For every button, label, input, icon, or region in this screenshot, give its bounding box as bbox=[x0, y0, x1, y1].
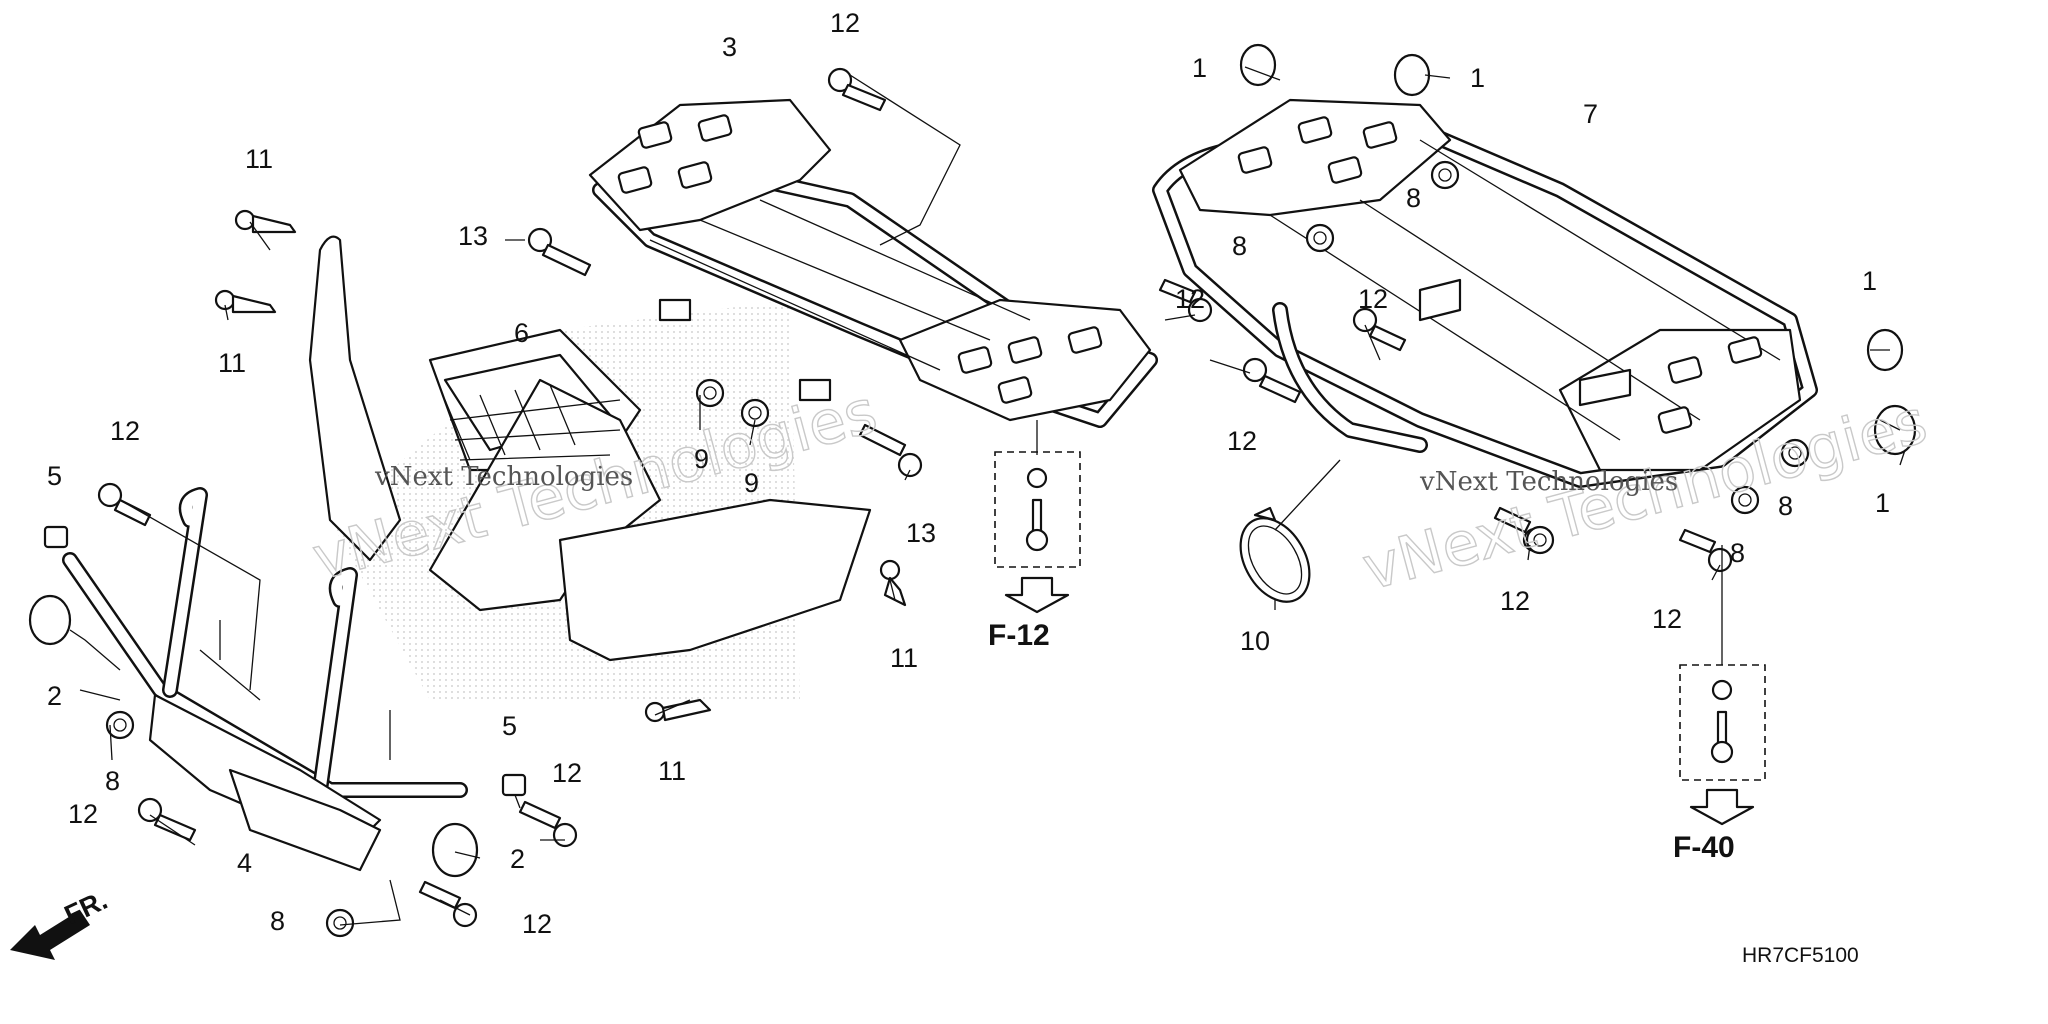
grommet-1-a bbox=[1239, 43, 1277, 87]
callout-1: 1 bbox=[1862, 266, 1877, 296]
callout-12: 12 bbox=[552, 758, 582, 788]
bolt-13-b bbox=[858, 423, 923, 478]
bolt-13-a bbox=[527, 227, 592, 277]
callout-12: 12 bbox=[1175, 284, 1205, 314]
clip-11-d bbox=[644, 698, 712, 723]
callout-8: 8 bbox=[1232, 231, 1247, 261]
ref-arrow-f40 bbox=[1689, 788, 1755, 826]
bolt-12-j bbox=[418, 880, 478, 928]
callout-12: 12 bbox=[830, 8, 860, 38]
nut-8-c bbox=[1780, 438, 1810, 468]
callout-1: 1 bbox=[1875, 488, 1890, 518]
callout-4: 4 bbox=[237, 848, 252, 878]
grommet-2-b bbox=[431, 822, 479, 878]
watermark-text-right: vNext Technologies bbox=[1419, 467, 1678, 497]
callout-2: 2 bbox=[510, 844, 525, 874]
nut-9-b bbox=[740, 398, 770, 428]
cap-5-a bbox=[43, 525, 69, 549]
nut-8-e bbox=[1525, 525, 1555, 555]
callout-1: 1 bbox=[1470, 63, 1485, 93]
nut-8-d bbox=[1730, 485, 1760, 515]
front-carrier-part bbox=[588, 98, 1158, 428]
clip-11-a bbox=[234, 209, 297, 234]
fasteners bbox=[10, 43, 1917, 960]
nut-9-a bbox=[695, 378, 725, 408]
callout-12: 12 bbox=[68, 799, 98, 829]
callout-12: 12 bbox=[1227, 426, 1257, 456]
callout-7: 7 bbox=[1583, 99, 1598, 129]
callout-1: 1 bbox=[1192, 53, 1207, 83]
nut-8-a bbox=[1430, 160, 1460, 190]
callout-12: 12 bbox=[522, 909, 552, 939]
grommet-2-a bbox=[28, 594, 72, 646]
callout-6: 6 bbox=[514, 318, 529, 348]
grommet-1-d bbox=[1873, 404, 1917, 456]
leader-lines bbox=[69, 66, 1906, 926]
callout-8: 8 bbox=[270, 906, 285, 936]
callout-8: 8 bbox=[1730, 538, 1745, 568]
callout-13: 13 bbox=[458, 221, 488, 251]
rear-carrier-slots bbox=[1237, 116, 1763, 434]
clip-11-b bbox=[214, 289, 277, 314]
nut-8-g bbox=[325, 908, 355, 938]
bolt-12-g bbox=[97, 482, 152, 527]
rear-carrier-part bbox=[1152, 98, 1818, 488]
nut-8-f bbox=[105, 710, 135, 740]
callout-8: 8 bbox=[1778, 491, 1793, 521]
bolt-12-c bbox=[1242, 357, 1302, 404]
clip-11-c bbox=[879, 559, 907, 607]
callout-9: 9 bbox=[694, 444, 709, 474]
grommet-1-b bbox=[1393, 53, 1431, 97]
callout-5: 5 bbox=[502, 711, 517, 741]
callout-11: 11 bbox=[658, 756, 686, 786]
watermark-text-left: vNext Technologies bbox=[374, 462, 633, 492]
callout-12: 12 bbox=[1652, 604, 1682, 634]
diagram-code: HR7CF5100 bbox=[1742, 944, 1859, 967]
front-direction-arrow bbox=[10, 910, 90, 960]
callout-11: 11 bbox=[890, 643, 918, 673]
bolt-12-f bbox=[1678, 528, 1733, 573]
callout-12: 12 bbox=[1358, 284, 1388, 314]
carrier-slots bbox=[617, 114, 1103, 404]
front-grille-part bbox=[308, 235, 872, 662]
callout-12: 12 bbox=[1500, 586, 1530, 616]
nut-8-b bbox=[1305, 223, 1335, 253]
clamp-band-part bbox=[1239, 506, 1311, 603]
bolt-12-h bbox=[137, 797, 197, 842]
callout-13: 13 bbox=[906, 518, 936, 548]
reference-f40: F-40 bbox=[1673, 831, 1735, 864]
callout-8: 8 bbox=[1406, 183, 1421, 213]
callout-8: 8 bbox=[105, 766, 120, 796]
callout-12: 12 bbox=[110, 416, 140, 446]
ref-arrow-f12 bbox=[1004, 576, 1070, 614]
reference-f12: F-12 bbox=[988, 619, 1050, 652]
callout-3: 3 bbox=[722, 32, 737, 62]
callout-11: 11 bbox=[218, 348, 246, 378]
cap-5-b bbox=[501, 773, 527, 797]
bolt-12-d bbox=[1352, 307, 1407, 352]
callout-11: 11 bbox=[245, 144, 273, 174]
callout-10: 10 bbox=[1240, 626, 1270, 656]
bolt-12-a bbox=[827, 67, 887, 112]
callout-5: 5 bbox=[47, 461, 62, 491]
callout-2: 2 bbox=[47, 681, 62, 711]
callout-9: 9 bbox=[744, 468, 759, 498]
front-bumper-part bbox=[62, 487, 468, 872]
